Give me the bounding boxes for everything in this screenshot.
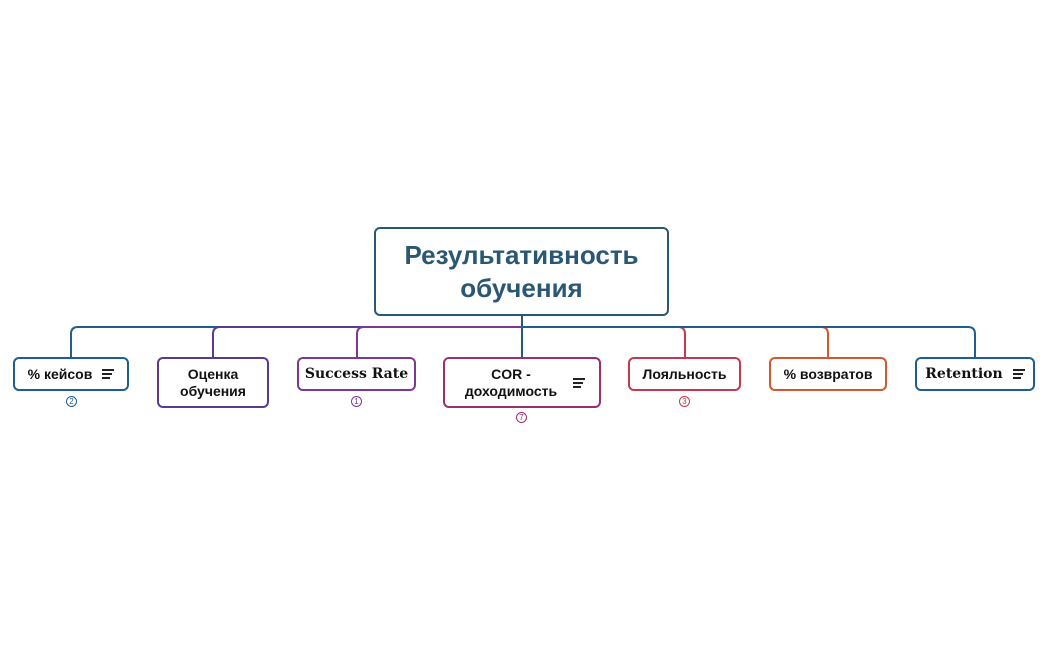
- notes-icon[interactable]: [1012, 368, 1025, 380]
- topic-cor-conversion[interactable]: COR - доходимость: [443, 357, 601, 408]
- badge-count[interactable]: 1: [351, 396, 362, 407]
- topic-label: COR - доходимость: [464, 365, 558, 399]
- topic-retention[interactable]: Retention: [915, 357, 1035, 391]
- topic-returns-percent[interactable]: % возвратов: [769, 357, 887, 391]
- badge-count[interactable]: 3: [679, 396, 690, 407]
- topic-label: Лояльность: [642, 365, 727, 382]
- topic-success-rate[interactable]: Success Rate: [297, 357, 416, 391]
- notes-icon[interactable]: [573, 377, 585, 389]
- central-topic-line1: Результативность: [404, 239, 639, 270]
- central-topic-line2: обучения: [460, 272, 583, 303]
- badge-count[interactable]: 7: [516, 412, 527, 423]
- badge-count[interactable]: 2: [66, 396, 77, 407]
- topic-label: Оценка обучения: [180, 365, 246, 399]
- topic-label: % кейсов: [27, 365, 93, 382]
- topic-loyalty[interactable]: Лояльность: [628, 357, 741, 391]
- topic-label: % возвратов: [783, 365, 873, 382]
- topic-label: Retention: [925, 365, 1003, 382]
- topic-label: Success Rate: [304, 365, 409, 382]
- notes-icon[interactable]: [102, 368, 115, 380]
- topic-cases-percent[interactable]: % кейсов: [13, 357, 129, 391]
- topic-training-evaluation[interactable]: Оценка обучения: [157, 357, 269, 408]
- central-topic[interactable]: Результативность обучения: [374, 227, 669, 316]
